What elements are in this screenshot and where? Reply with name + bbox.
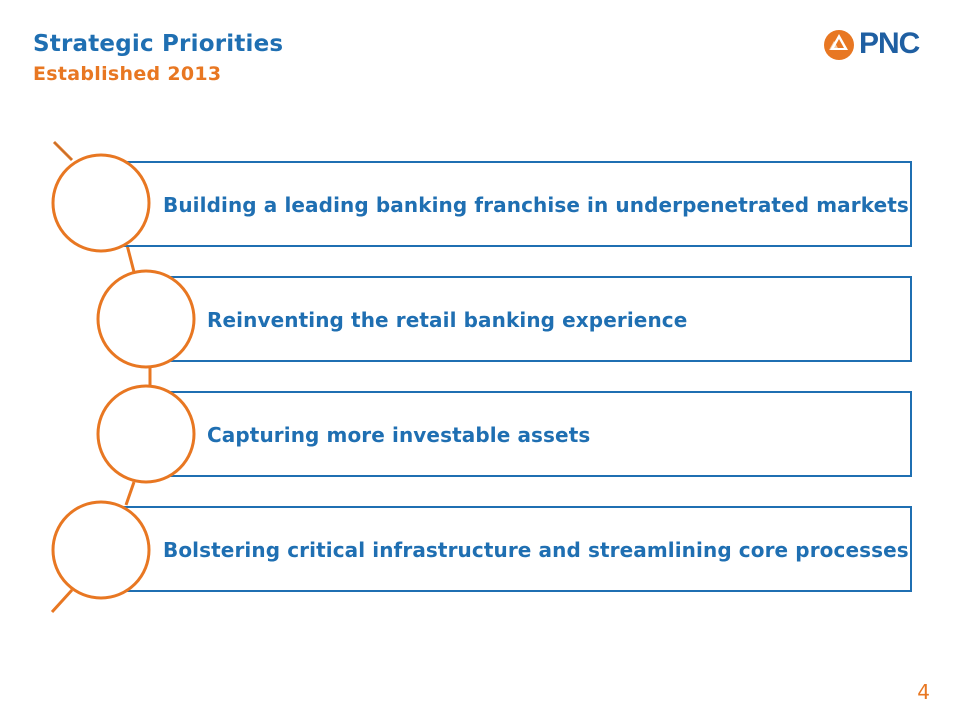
priority-circle-3	[96, 384, 196, 484]
connector-spine	[50, 140, 152, 614]
priority-circle-1	[51, 153, 151, 253]
priority-label-3: Capturing more investable assets	[207, 423, 591, 447]
priority-box-4	[99, 506, 912, 592]
priority-box-3	[144, 391, 912, 477]
pnc-triangle-logo-icon	[824, 30, 854, 60]
page-subtitle: Established 2013	[33, 63, 222, 85]
priority-label-1: Building a leading banking franchise in …	[163, 193, 909, 217]
priority-circle-2	[96, 269, 196, 369]
priority-box-1	[99, 161, 912, 247]
priority-circle-4	[51, 500, 151, 600]
logo-text: PNC	[859, 27, 920, 60]
page-number: 4	[917, 680, 930, 704]
page-title: Strategic Priorities	[33, 31, 284, 57]
pnc-logo: PNC	[823, 27, 933, 61]
priority-label-2: Reinventing the retail banking experienc…	[207, 308, 688, 332]
priority-box-2	[144, 276, 912, 362]
priority-label-4: Bolstering critical infrastructure and s…	[163, 538, 909, 562]
